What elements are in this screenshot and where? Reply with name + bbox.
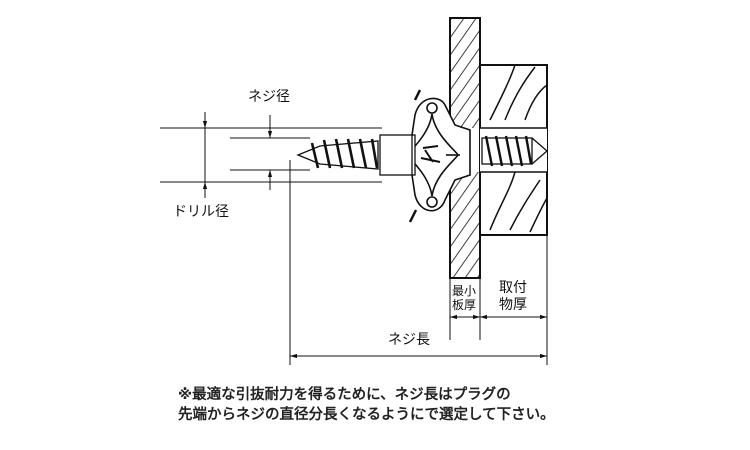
fixture-thickness-label-2: 物厚 — [499, 297, 527, 313]
selection-note: ※最適な引抜耐力を得るために、ネジ長はプラグの 先端からネジの直径分長くなるよう… — [178, 385, 555, 425]
dimension-lines — [160, 112, 548, 365]
note-line-2: 先端からネジの直径分長くなるようにで選定して下さい。 — [178, 407, 555, 423]
drill-diameter-label: ドリル径 — [173, 204, 229, 220]
note-line-1: ※最適な引抜耐力を得るために、ネジ長はプラグの — [178, 387, 511, 403]
screw-diameter-label: ネジ径 — [248, 89, 290, 105]
screw-inside-fixture — [481, 135, 548, 167]
fixture-thickness-label-1: 取付 — [499, 280, 527, 296]
min-board-thickness-label-2: 板厚 — [452, 298, 477, 312]
screw-length-label: ネジ長 — [388, 332, 430, 348]
screw — [296, 134, 416, 176]
plug — [407, 89, 471, 223]
min-board-thickness-label-1: 最小 — [452, 284, 477, 298]
